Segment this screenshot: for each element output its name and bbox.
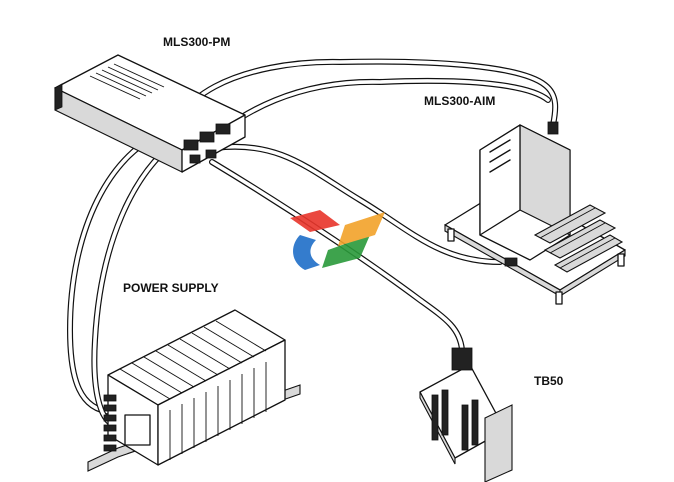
tb50-d-connector <box>451 347 473 371</box>
aim-housing <box>479 124 571 261</box>
aim-mounting-posts <box>447 228 625 305</box>
tb50-label: TB50 <box>534 374 564 388</box>
mls300-pm-unit <box>54 54 246 173</box>
cable-pm-to-tb50 <box>209 159 465 353</box>
pm-vent-slots <box>89 63 165 100</box>
power-supply-label: POWER SUPPLY <box>123 281 219 295</box>
mls300-aim-board <box>444 121 626 305</box>
cable-pm-to-power-supply <box>67 127 188 428</box>
aim-terminal-blocks <box>533 204 624 273</box>
brand-logo-watermark <box>290 210 385 270</box>
power-supply-fins <box>119 320 267 460</box>
tb50-din-rail <box>484 404 513 482</box>
mls300-aim-label: MLS300-AIM <box>424 94 496 108</box>
power-supply-terminals <box>103 394 117 452</box>
aim-cable-plug <box>547 121 559 135</box>
power-supply-unit <box>87 309 301 472</box>
tb50-board <box>419 347 513 482</box>
tb50-terminal-rows <box>431 389 479 451</box>
pm-connectors <box>183 123 231 164</box>
mls300-pm-label: MLS300-PM <box>163 35 231 49</box>
cable-pm-to-aim-lower <box>212 143 503 265</box>
power-supply-label-plate <box>124 414 151 446</box>
aim-side-connector <box>504 257 518 267</box>
